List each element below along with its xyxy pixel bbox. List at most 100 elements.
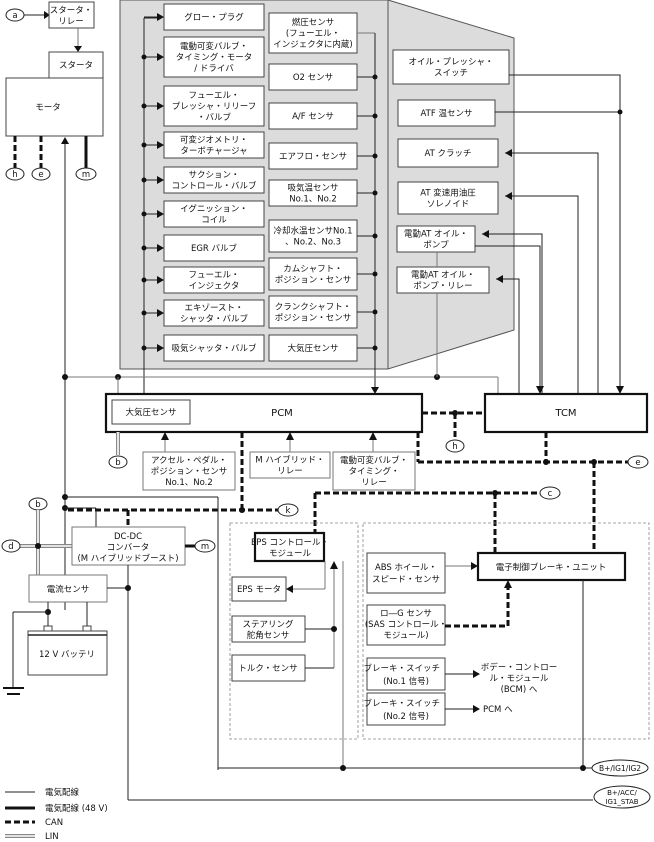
transmission-label: AT 変速用油圧 xyxy=(420,188,476,199)
connector-e-label-2: e xyxy=(635,458,640,468)
engine-output-label: / ドライバ xyxy=(194,64,234,74)
transmission-box xyxy=(397,181,499,215)
transmission-label: 電動AT オイル・ xyxy=(404,229,468,240)
engine-output-label: ターボチャージャ xyxy=(180,147,247,157)
tcm-box xyxy=(483,392,649,434)
engine-output-label: コントロール・バルブ xyxy=(171,181,257,192)
engine-output-label: EGR バルブ xyxy=(191,243,238,254)
engine-sensor-label: 冷却水温センサNo.1 xyxy=(273,226,352,237)
legend-can-label: CAN xyxy=(45,818,63,828)
torque-sensor-label: トルク・センサ xyxy=(238,664,297,674)
connector-d-label: d xyxy=(8,542,13,552)
legend-thin-label: 電気配線 xyxy=(45,787,80,798)
engine-output-label: フューエル・ xyxy=(188,91,239,101)
eps-motor-label: EPS モータ xyxy=(237,585,281,595)
starter-relay-label: スタータ・ xyxy=(50,6,93,16)
motor-label: モータ xyxy=(35,103,61,113)
engine-sensor-label: カムシャフト・ xyxy=(283,265,343,275)
engine-sensor-box xyxy=(268,102,358,130)
starter-relay-label-2: リレー xyxy=(58,17,84,27)
transmission-box xyxy=(396,266,490,294)
pcm-input-label: タイミング・ xyxy=(348,466,399,477)
engine-sensor-label: No.1、No.2 xyxy=(289,195,337,205)
arrow-icon xyxy=(157,13,164,21)
engine-output-label: イグニッション・ xyxy=(180,204,248,215)
engine-sensor-label: O2 センサ xyxy=(293,73,333,83)
connector-m-dcdc xyxy=(194,539,216,553)
engine-output-label: プレッシャ・リリーフ xyxy=(172,102,257,112)
starter-label: スタータ xyxy=(59,61,93,71)
brake-unit-label: 電子制御ブレーキ・ユニット xyxy=(496,562,607,573)
engine-output-label: 吸気シャッタ・バルブ xyxy=(171,343,257,354)
low-g-label-2: (SAS コントロール・ xyxy=(365,620,447,630)
dcdc-label-2: コンバータ xyxy=(107,543,150,553)
transmission-label: ATF 温センサ xyxy=(421,108,473,119)
engine-sensor-label: エアフロ・センサ xyxy=(279,152,347,162)
dcdc-converter-box xyxy=(71,526,186,566)
engine-sensor-box xyxy=(268,63,358,91)
connector-a-label: a xyxy=(12,11,17,21)
connector-power-ig xyxy=(591,759,649,777)
arrow-icon xyxy=(157,176,164,184)
brake-switch-1-label-2: (No.1 信号) xyxy=(383,676,429,687)
engine-output-box xyxy=(163,200,265,228)
power-acc-label-1: B+/ACC/ xyxy=(607,789,637,797)
engine-sensor-label: (フューエル・ xyxy=(286,29,340,39)
engine-sensor-label: 、No.2、No.3 xyxy=(285,238,341,248)
engine-sensor-label: A/F センサ xyxy=(292,112,334,122)
brake-unit-box xyxy=(476,551,627,582)
connector-k-label: k xyxy=(286,506,291,516)
arrow-icon xyxy=(157,344,164,352)
connector-c-label: c xyxy=(548,489,553,499)
pcm-inner-baro-label: 大気圧センサ xyxy=(125,407,176,418)
engine-output-box xyxy=(163,3,265,31)
engine-output-box xyxy=(163,166,265,194)
engine-sensor-box xyxy=(268,12,358,54)
connector-b-pcm xyxy=(108,455,128,469)
starter-box xyxy=(48,51,104,79)
connector-a xyxy=(5,8,25,22)
engine-sensor-label: インジェクタに内蔵) xyxy=(273,39,352,50)
engine-output-box xyxy=(163,131,265,159)
engine-output-label: インジェクタ xyxy=(189,282,240,292)
pcm-input-label: ポジション・センサ xyxy=(151,467,228,477)
brake-switch-2-label-1: ブレーキ・スイッチ xyxy=(363,698,440,709)
bcm-dest-label-3: (BCM) へ xyxy=(501,685,538,695)
transmission-label: ポンプ xyxy=(423,241,449,251)
engine-output-label: サクション・ xyxy=(188,171,239,181)
engine-sensor-box xyxy=(268,142,358,170)
engine-sensor-label: ポジション・センサ xyxy=(275,276,352,286)
arrow-icon xyxy=(505,192,512,200)
low-g-label-1: ロ―G センサ xyxy=(380,609,432,619)
torque-sensor-box xyxy=(231,654,306,682)
low-g-label-3: モジュール) xyxy=(383,631,428,641)
transmission-label: オイル・プレッシャ・ xyxy=(408,58,493,68)
pcm-input-label: 電動可変バルブ・ xyxy=(340,455,408,466)
eps-module-label-2: モジュール xyxy=(269,549,311,559)
pcm-dest-label: PCM へ xyxy=(483,705,513,715)
connector-e-tcm xyxy=(627,455,649,469)
transmission-box xyxy=(392,49,510,85)
engine-output-label: フューエル・ xyxy=(188,271,239,281)
engine-output-label: コイル xyxy=(201,216,227,226)
connector-e-motor xyxy=(31,167,51,181)
transmission-box xyxy=(397,99,496,127)
dcdc-label-3: (M ハイブリッドブースト) xyxy=(77,553,178,564)
transmission-label: ソレノイド xyxy=(427,200,470,210)
arrow-icon xyxy=(157,141,164,149)
arrow-icon xyxy=(157,102,164,110)
connector-b-label: b xyxy=(115,458,120,468)
engine-sensor-label: 大気圧センサ xyxy=(287,343,338,354)
arrow-icon xyxy=(157,210,164,218)
battery-label: 12 V バッテリ xyxy=(39,650,95,660)
engine-sensor-label: ポジション・センサ xyxy=(275,314,352,324)
transmission-label: AT クラッチ xyxy=(424,149,471,159)
connector-k xyxy=(277,503,299,517)
engine-sensor-label: クランクシャフト・ xyxy=(275,303,352,313)
engine-output-label: グロー・プラグ xyxy=(184,12,244,23)
arrow-icon xyxy=(616,386,624,394)
engine-output-label: 可変ジオメトリ・ xyxy=(180,135,248,146)
connector-h-pcm xyxy=(445,439,465,453)
engine-sensor-box xyxy=(268,179,358,207)
